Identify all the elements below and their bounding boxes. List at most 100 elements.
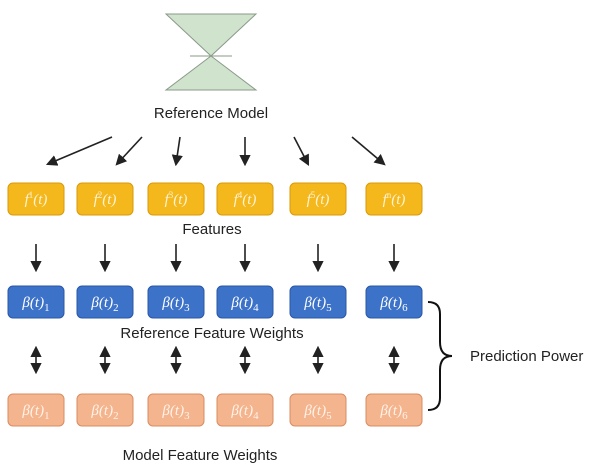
weight-symbol: β [303,295,312,311]
feature-argument: (t) [242,192,256,208]
weight-argument: (t) [312,403,326,419]
model-weight-box-formula: β(t)2 [90,403,118,422]
arrow-model-to-feature-5 [293,136,310,166]
feature-box-box [365,182,423,216]
feature-symbol: f [383,192,389,208]
reference-weight-box-box [289,285,347,319]
reference-weight-box-6: β(t)6 [365,285,423,319]
weight-argument: (t) [99,403,113,419]
model-weight-box-formula: β(t)1 [21,403,49,422]
reference-weight-box-5: β(t)5 [289,285,347,319]
weight-subscript: 3 [184,302,190,314]
model-weight-box-formula: β(t)3 [161,403,190,422]
weight-subscript: 3 [184,410,190,422]
weight-subscript: 6 [402,302,408,314]
feature-box-1: f1(t) [7,182,65,216]
weight-symbol: β [21,295,30,311]
prediction-power-bracket: Prediction Power [427,301,583,411]
arrow-model-to-feature-3 [171,136,183,167]
arrow-model-to-feature-1 [45,136,113,166]
weight-symbol: β [90,295,99,311]
reference-weight-box-1: β(t)1 [7,285,65,319]
model-weight-box-box [147,393,205,427]
reference-weight-box-4: β(t)4 [216,285,274,319]
feature-superscript: 1 [29,190,34,200]
hourglass-icon [164,13,258,91]
model-weight-box-box [365,393,423,427]
feature-box-box [7,182,65,216]
feature-box-2: f2(t) [76,182,134,216]
model-weight-box-1: β(t)1 [7,393,65,427]
weight-argument: (t) [170,403,184,419]
weight-subscript: 4 [253,410,259,422]
model-weight-box-2: β(t)2 [76,393,134,427]
weight-subscript: 2 [113,302,119,314]
model-weight-box-formula: β(t)5 [303,403,332,422]
weight-symbol: β [379,403,388,419]
feature-argument: (t) [33,192,47,208]
feature-symbol: f [307,192,313,208]
reference-weight-box-2: β(t)2 [76,285,134,319]
reference-weight-box-3: β(t)3 [147,285,205,319]
weight-argument: (t) [312,295,326,311]
feature-box-box [216,182,274,216]
reference-weight-box-formula: β(t)2 [90,295,118,314]
feature-argument: (t) [102,192,116,208]
weight-argument: (t) [388,403,402,419]
model-weight-box-5: β(t)5 [289,393,347,427]
weight-symbol: β [90,403,99,419]
weight-subscript: 6 [402,410,408,422]
reference-weight-box-formula: β(t)1 [21,295,49,314]
curly-brace-icon [427,301,453,411]
feature-symbol: f [234,192,240,208]
feature-argument: (t) [173,192,187,208]
weight-symbol: β [379,295,388,311]
feature-box-box [147,182,205,216]
feature-box-6: fn(t) [365,182,423,216]
reference-weight-box-formula: β(t)4 [230,295,259,314]
reference-weight-box-formula: β(t)6 [379,295,408,314]
weight-argument: (t) [239,403,253,419]
reference-model: Reference Model [154,13,268,122]
model-weight-box-formula: β(t)4 [230,403,259,422]
feature-box-formula: f2(t) [94,190,117,208]
weight-symbol: β [21,403,30,419]
weight-subscript: 1 [44,410,50,422]
reference-weight-box-formula: β(t)3 [161,295,190,314]
feature-superscript: 4 [238,190,243,200]
reference-weight-box-box [216,285,274,319]
feature-superscript: 5 [311,190,316,200]
weight-symbol: β [303,403,312,419]
feature-superscript: 2 [98,190,103,200]
model-weight-box-formula: β(t)6 [379,403,408,422]
weight-argument: (t) [99,295,113,311]
weight-subscript: 4 [253,302,259,314]
weight-subscript: 5 [326,410,332,422]
weight-symbol: β [161,295,170,311]
reference-model-label: Reference Model [154,105,268,122]
model-weight-box-box [76,393,134,427]
feature-symbol: f [165,192,171,208]
reference-weight-box-box [147,285,205,319]
features-row: f1(t)f2(t)f3(t)f4(t)f5(t)fn(t) [7,182,423,216]
weight-symbol: β [230,403,239,419]
reference-weight-box-box [365,285,423,319]
weight-argument: (t) [30,295,44,311]
feature-symbol: f [25,192,31,208]
feature-box-formula: f3(t) [165,190,188,208]
weight-symbol: β [161,403,170,419]
reference-weight-box-box [76,285,134,319]
feature-box-formula: f1(t) [25,190,48,208]
model-weights-label: Model Feature Weights [123,447,278,464]
model-weight-box-box [7,393,65,427]
feature-superscript: 3 [169,190,174,200]
weight-argument: (t) [239,295,253,311]
features-label: Features [182,221,241,238]
feature-argument: (t) [391,192,405,208]
feature-box-formula: fn(t) [383,190,406,208]
model-weight-box-box [289,393,347,427]
weight-subscript: 2 [113,410,119,422]
